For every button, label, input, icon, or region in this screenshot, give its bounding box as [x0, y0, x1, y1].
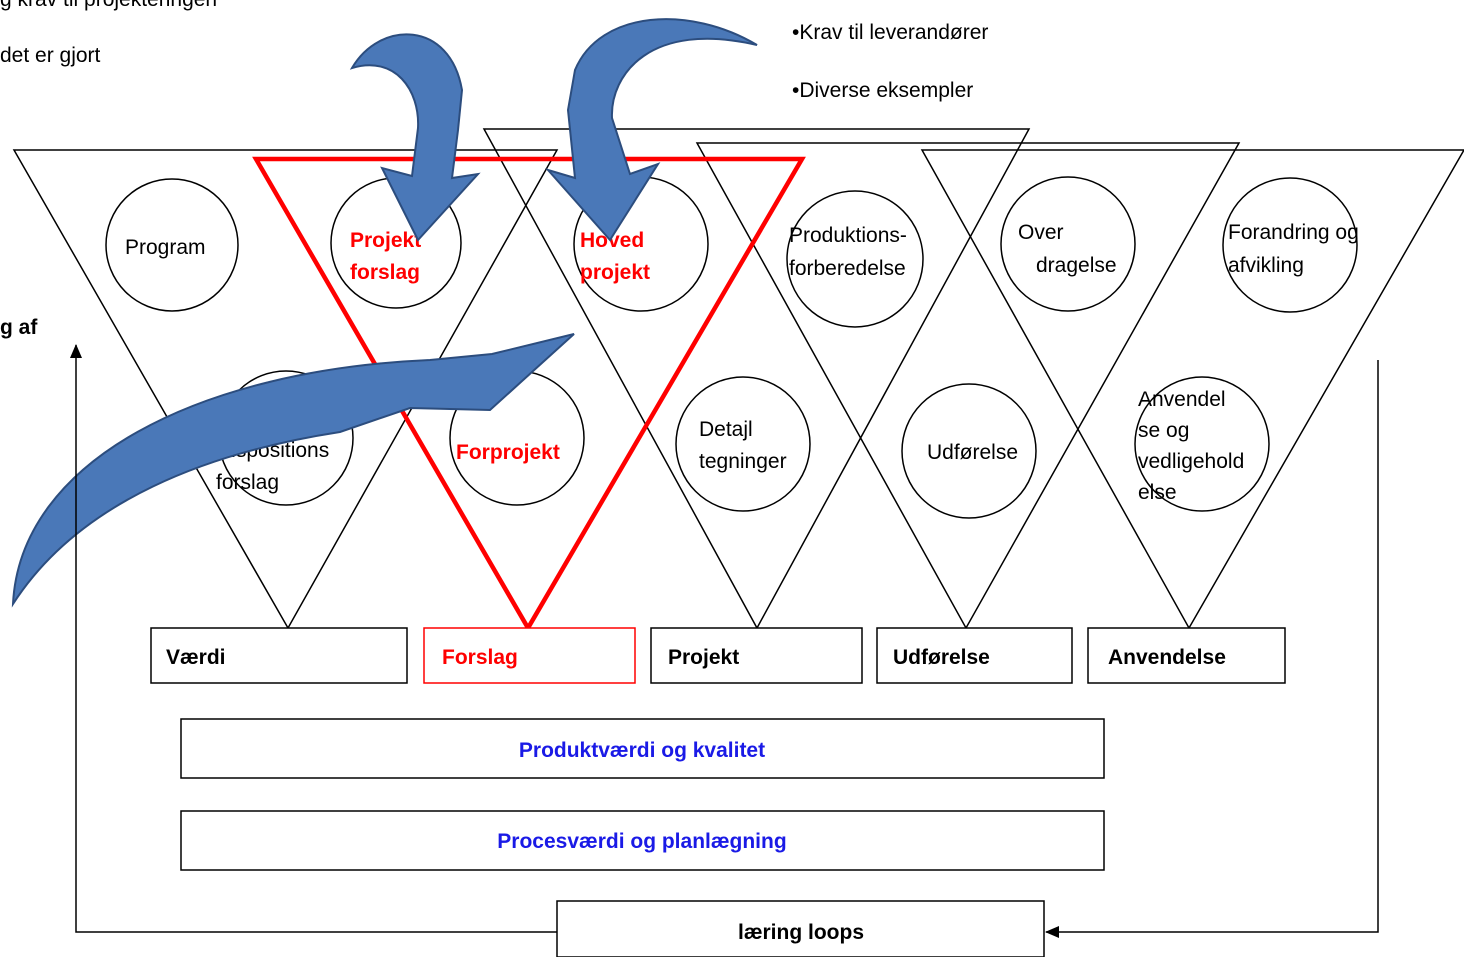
- label-program: Program: [125, 236, 206, 259]
- top-right-bullet-1: •Krav til leverandører: [792, 21, 988, 44]
- phase-box-forslag: [423, 627, 636, 684]
- label-hoved-projekt: Hoved projekt: [580, 229, 650, 284]
- loop-arrow-left: [70, 344, 557, 933]
- circle-produktions: [786, 190, 924, 328]
- bar-produktvaerdi-label: Produktværdi og kvalitet: [519, 739, 765, 762]
- circle-over-dragelse: [1000, 176, 1136, 312]
- circle-forandring: [1222, 177, 1358, 313]
- label-produktions: Produktions- forberedelse: [789, 224, 913, 280]
- curved-arrow-projekt-forslag-icon: [349, 33, 481, 242]
- label-anvendelse: Anvendel se og vedligehold else: [1138, 388, 1250, 504]
- phase-box-udforelse: [876, 627, 1073, 684]
- curved-arrow-hoved-projekt-icon: [544, 18, 758, 242]
- phase-box-anvendelse: [1087, 627, 1286, 684]
- label-detalj: Detajl tegninger: [699, 418, 787, 473]
- phase-label-vaerdi: Værdi: [166, 646, 226, 669]
- curved-arrow-dispositions-icon: [11, 333, 575, 608]
- triangle-projekt: [482, 128, 1031, 630]
- phase-box-vaerdi: [150, 627, 408, 684]
- triangle-udforelse: [695, 142, 1241, 630]
- triangle-anvendelse: [920, 149, 1464, 630]
- bar-produktvaerdi: [180, 718, 1105, 779]
- circle-anvendelse: [1134, 376, 1270, 512]
- top-left-line-1: g krav til projekteringen: [0, 0, 217, 11]
- label-projekt-forslag: Projekt forslag: [350, 229, 427, 284]
- label-forandring: Forandring og afvikling: [1228, 221, 1365, 277]
- phase-label-anvendelse: Anvendelse: [1108, 646, 1226, 669]
- circle-program: [105, 178, 239, 312]
- circle-udforelse: [901, 383, 1037, 519]
- label-over-dragelse: Over dragelse: [1018, 221, 1117, 277]
- phase-label-udforelse: Udførelse: [893, 646, 990, 669]
- phase-box-projekt: [650, 627, 863, 684]
- loop-box: [556, 900, 1045, 957]
- label-udforelse: Udførelse: [927, 441, 1018, 464]
- circle-detalj: [675, 376, 811, 512]
- top-left-line-2: det er gjort: [0, 44, 101, 67]
- label-forprojekt: Forprojekt: [456, 441, 560, 464]
- bar-procesvaerdi-label: Procesværdi og planlægning: [497, 830, 786, 853]
- top-right-bullet-2: •Diverse eksempler: [792, 79, 973, 102]
- side-fragment-label: g af: [0, 316, 38, 339]
- phase-label-forslag: Forslag: [442, 646, 518, 669]
- loop-arrow-right: [1045, 360, 1379, 938]
- loop-label: læring loops: [738, 921, 864, 944]
- phase-label-projekt: Projekt: [668, 646, 739, 669]
- bar-procesvaerdi: [180, 810, 1105, 871]
